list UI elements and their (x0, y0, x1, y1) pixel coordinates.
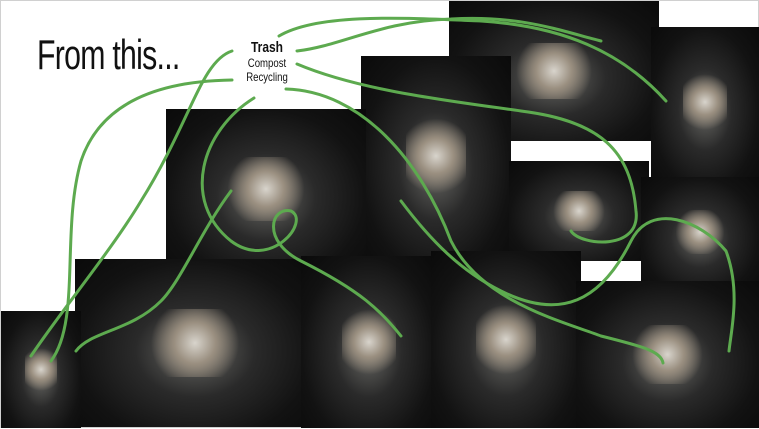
trash-photo (431, 251, 581, 428)
trash-photo (75, 259, 315, 427)
trash-photo (576, 281, 759, 428)
line (295, 16, 603, 53)
category-labels: Trash Compost Recycling (239, 39, 295, 84)
trash-photo (641, 177, 759, 287)
label-compost: Compost (247, 56, 287, 70)
label-recycling: Recycling (246, 70, 288, 84)
line (74, 189, 233, 353)
line (277, 16, 668, 103)
line (284, 87, 665, 365)
line (295, 62, 638, 244)
line (200, 96, 403, 338)
line (29, 49, 234, 358)
trash-photo (651, 27, 759, 177)
trash-photo (509, 161, 649, 261)
slide-title: From this... (37, 31, 180, 78)
line (49, 78, 234, 363)
trash-photo (301, 256, 436, 428)
trash-photo (1, 311, 81, 428)
line (399, 199, 736, 353)
label-trash: Trash (250, 39, 284, 56)
